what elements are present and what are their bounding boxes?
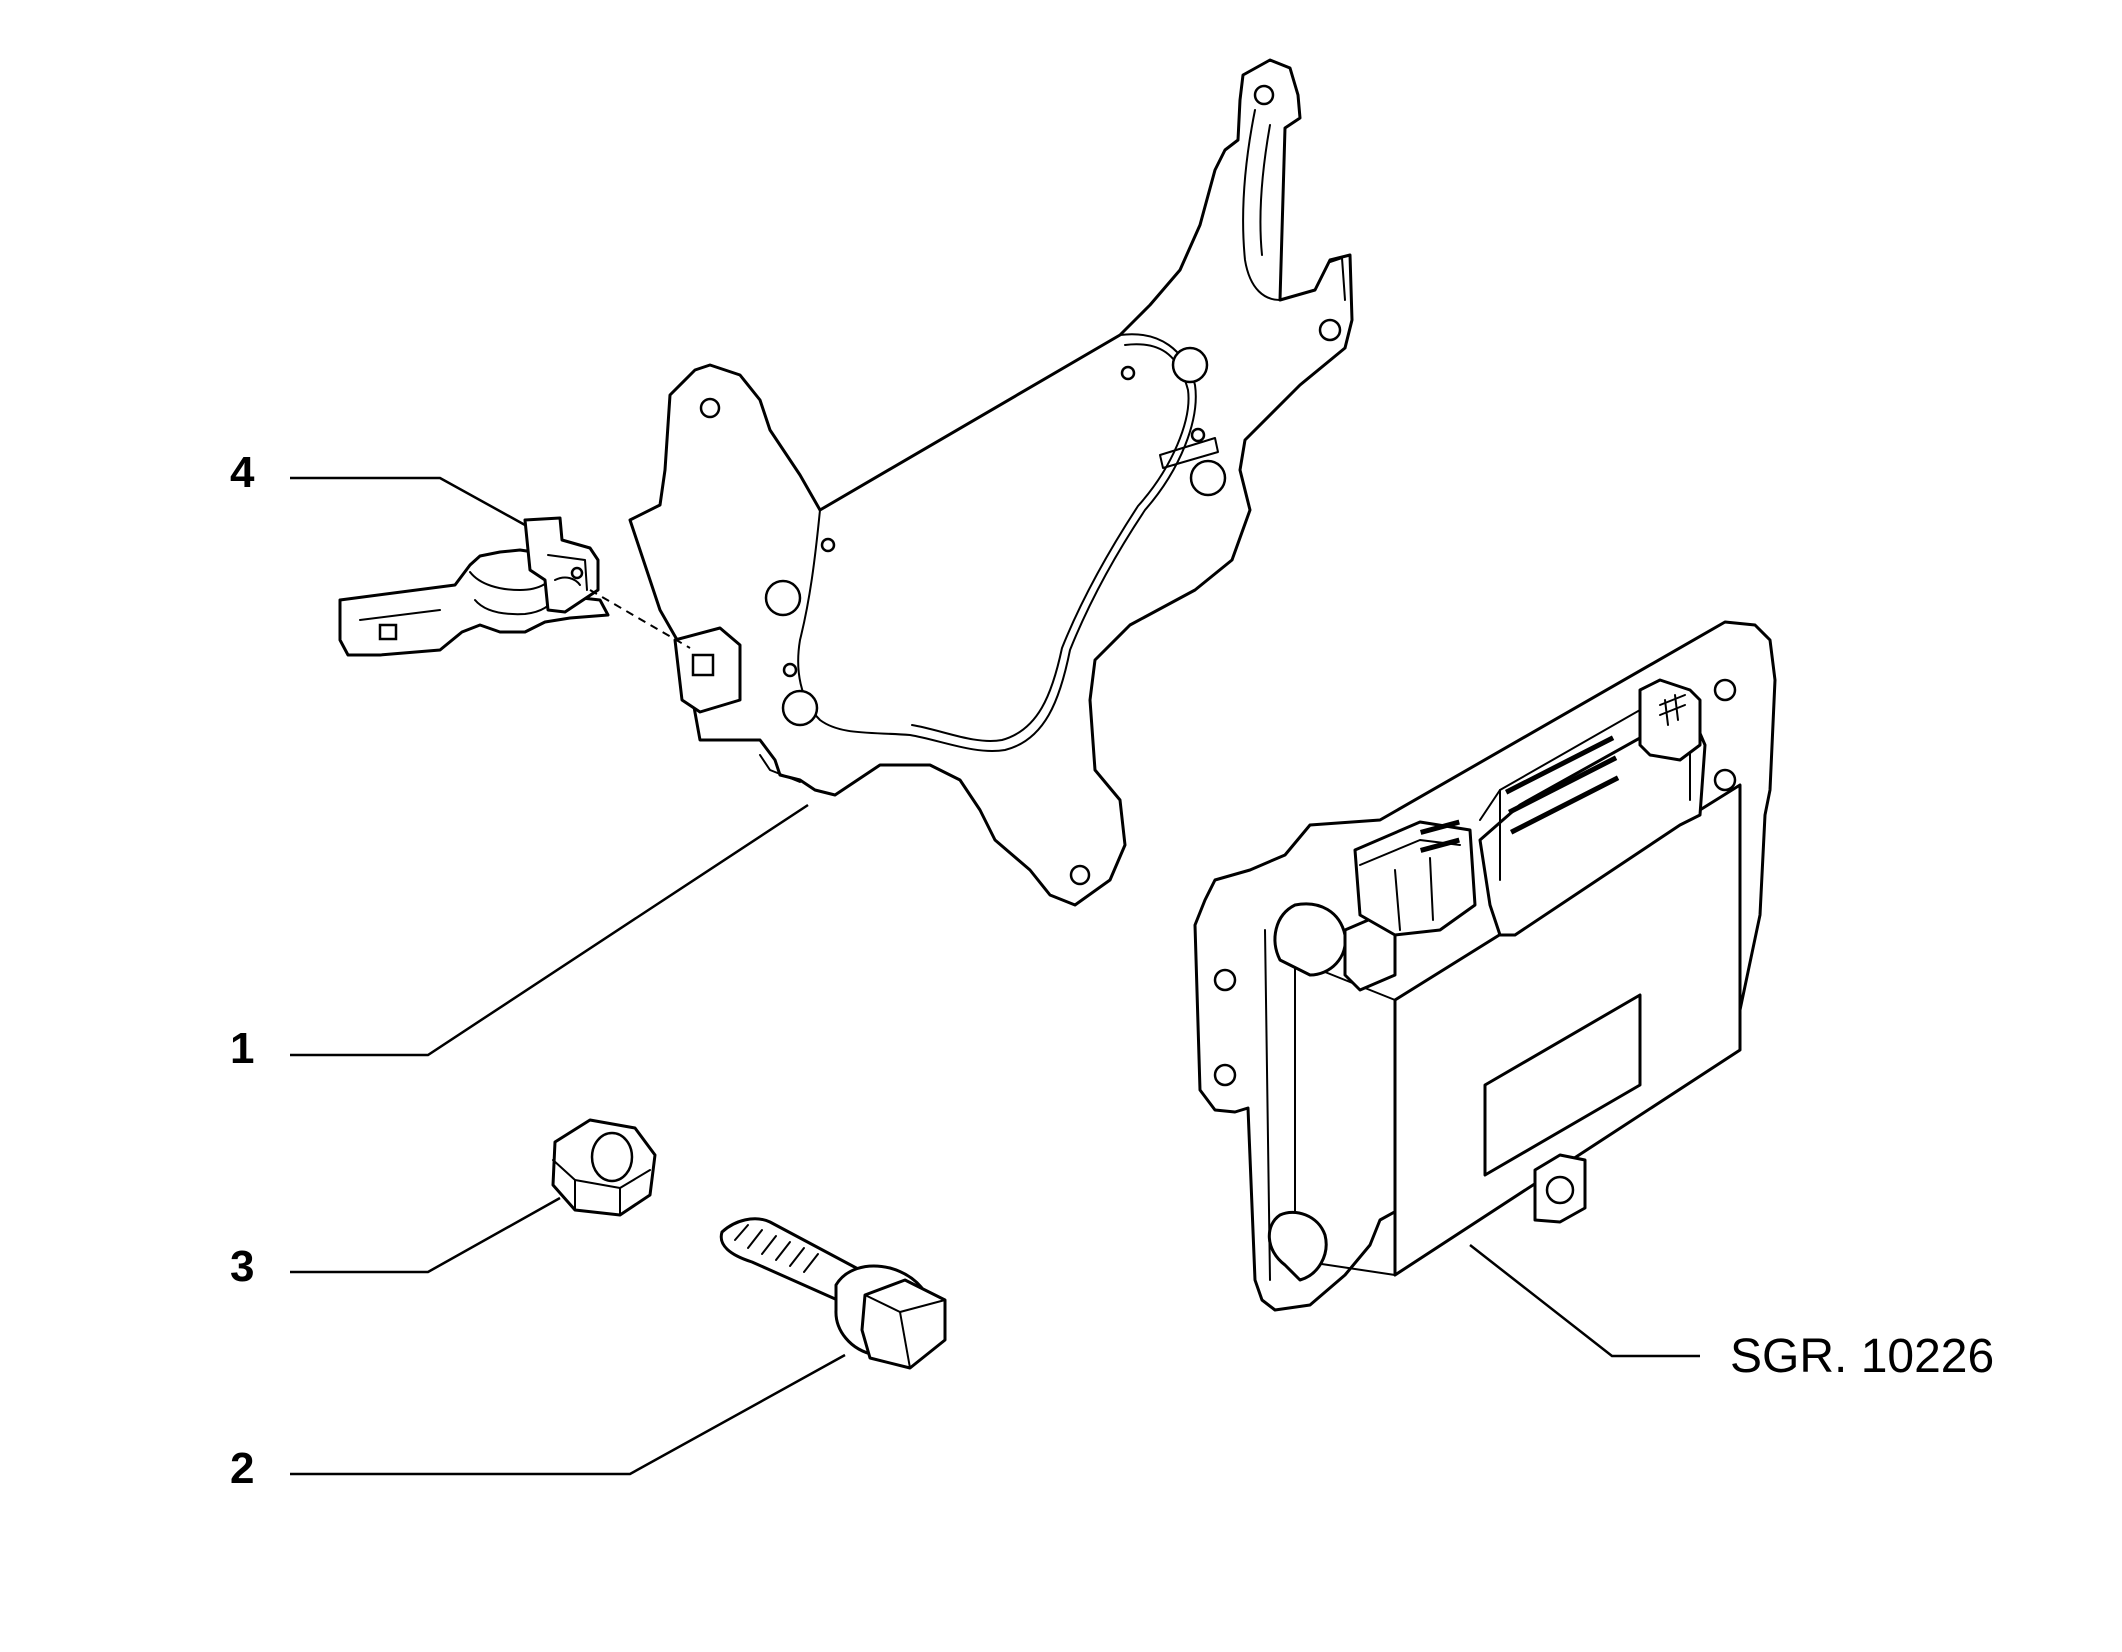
ecu-module xyxy=(1193,620,1777,1312)
mounting-bracket xyxy=(628,58,1354,907)
callout-number-1: 1 xyxy=(230,1024,254,1073)
hex-nut xyxy=(551,1118,657,1217)
callout-number-2: 2 xyxy=(230,1444,254,1493)
clip-attachment-line xyxy=(589,589,691,649)
cable-clip xyxy=(338,516,610,657)
callout-number-3: 3 xyxy=(230,1242,254,1291)
callout-number-4: 4 xyxy=(230,448,255,497)
leader-lines xyxy=(290,476,1700,1476)
flange-bolt xyxy=(719,1217,947,1370)
drawing-reference-code: SGR. 10226 xyxy=(1730,1330,1994,1383)
